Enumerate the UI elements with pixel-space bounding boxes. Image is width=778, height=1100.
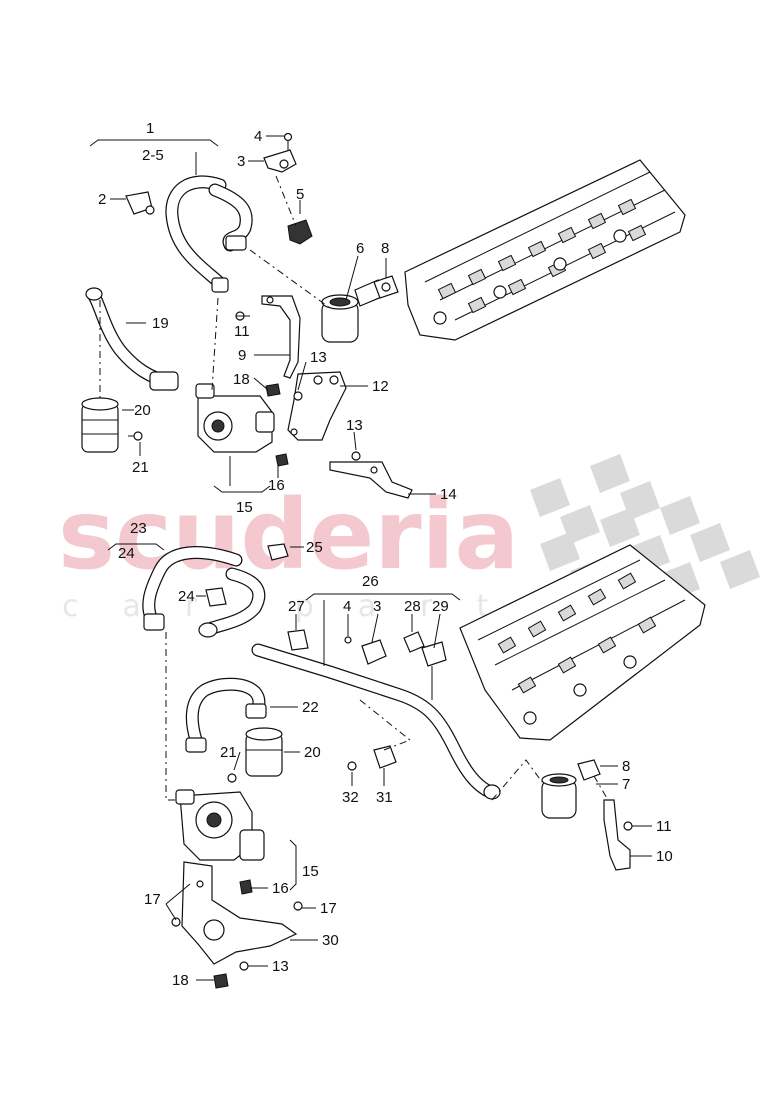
label-12: 12 <box>372 378 389 395</box>
connector-16-top <box>275 453 289 467</box>
label-15-top: 15 <box>236 499 253 516</box>
label-31: 31 <box>376 789 393 806</box>
bolt-17-left <box>171 917 181 927</box>
label-5: 5 <box>296 186 304 203</box>
label-11-bottom: 11 <box>656 818 672 835</box>
clip-31 <box>373 745 397 769</box>
watermark: scuderia car parts <box>58 454 760 624</box>
label-30: 30 <box>322 932 339 949</box>
valve-7 <box>541 773 577 819</box>
bracket-10 <box>603 799 631 871</box>
label-1: 1 <box>146 120 154 137</box>
bolt-21-bottom <box>227 773 237 783</box>
hose-assembly-1 <box>165 175 253 293</box>
gasket-8-bottom <box>577 759 601 781</box>
cap-5 <box>287 219 313 245</box>
label-22: 22 <box>302 699 319 716</box>
label-10: 10 <box>656 848 673 865</box>
label-24-bottom: 24 <box>178 588 195 605</box>
label-32: 32 <box>342 789 359 806</box>
connector-18-bottom <box>213 973 229 989</box>
watermark-brand: scuderia <box>58 479 519 591</box>
label-24-top: 24 <box>118 545 135 562</box>
nut-13-bottom <box>239 961 249 971</box>
cylinder-head-top <box>404 159 686 341</box>
nut-13-top <box>293 391 303 401</box>
nut-13-mid <box>351 451 361 461</box>
label-28: 28 <box>404 598 421 615</box>
label-17-right: 17 <box>320 900 337 917</box>
label-4-bottom: 4 <box>343 598 351 615</box>
label-25: 25 <box>306 539 323 556</box>
bracket-3-top <box>263 149 297 173</box>
label-21-bottom: 21 <box>220 744 237 761</box>
label-13-mid: 13 <box>346 417 363 434</box>
assembly-lines <box>99 175 609 801</box>
clip-28 <box>403 631 425 653</box>
bracket-12 <box>287 371 347 441</box>
connector-18-top <box>265 383 281 397</box>
sensor-3-bottom <box>361 639 387 665</box>
connector-20-bottom <box>245 727 283 777</box>
label-17-left: 17 <box>144 891 161 908</box>
label-16-top: 16 <box>268 477 285 494</box>
label-23: 23 <box>130 520 147 537</box>
air-pump-15-bottom <box>175 789 265 861</box>
label-26: 26 <box>362 573 379 590</box>
cylinder-head-bottom <box>459 544 706 741</box>
label-4-top: 4 <box>254 128 262 145</box>
checkered-flag-icon <box>530 454 760 601</box>
clip-25 <box>267 543 289 561</box>
label-13-top: 13 <box>310 349 327 366</box>
label-29: 29 <box>432 598 449 615</box>
label-8-bottom: 8 <box>622 758 630 775</box>
clamp-27 <box>287 629 309 651</box>
label-14: 14 <box>440 486 457 503</box>
label-11-top: 11 <box>234 323 250 340</box>
leader-lines <box>89 135 652 981</box>
label-6: 6 <box>356 240 364 257</box>
bolt-4-bottom <box>344 636 352 644</box>
label-15-bottom: 15 <box>302 863 319 880</box>
bracket-14 <box>329 461 413 499</box>
label-7: 7 <box>622 776 630 793</box>
label-3-top: 3 <box>237 153 245 170</box>
label-8-top: 8 <box>381 240 389 257</box>
bracket-30 <box>181 861 298 965</box>
hose-19 <box>85 287 179 391</box>
label-20-top: 20 <box>134 402 151 419</box>
bracket-9 <box>261 295 301 379</box>
hose-22 <box>185 677 267 753</box>
hose-clip-2 <box>125 191 155 215</box>
label-3-bottom: 3 <box>373 598 381 615</box>
hose-23 <box>142 546 266 638</box>
label-19: 19 <box>152 315 169 332</box>
clip-29 <box>421 641 447 667</box>
bolt-32 <box>347 761 357 771</box>
connector-20-top <box>81 397 119 453</box>
label-18-top: 18 <box>233 371 250 388</box>
label-2-5: 2-5 <box>142 147 164 164</box>
part-labels: 1 2-5 2 3 4 5 6 8 11 9 13 12 18 19 20 21… <box>98 120 673 989</box>
air-pump-15-top <box>195 383 275 453</box>
label-18-bottom: 18 <box>172 972 189 989</box>
valve-6 <box>321 279 385 343</box>
bolt-17-right <box>293 901 303 911</box>
pipe-26 <box>251 643 501 800</box>
bolt-11-bottom <box>623 821 640 831</box>
label-9: 9 <box>238 347 246 364</box>
label-21-top: 21 <box>132 459 149 476</box>
bolt-4-top <box>283 132 293 150</box>
label-16-bottom: 16 <box>272 880 289 897</box>
label-27: 27 <box>288 598 305 615</box>
label-2: 2 <box>98 191 106 208</box>
clip-24 <box>205 587 227 607</box>
label-13-bottom: 13 <box>272 958 289 975</box>
bolt-21-top <box>128 431 143 441</box>
label-20-bottom: 20 <box>304 744 321 761</box>
connector-16-bottom <box>239 879 253 895</box>
